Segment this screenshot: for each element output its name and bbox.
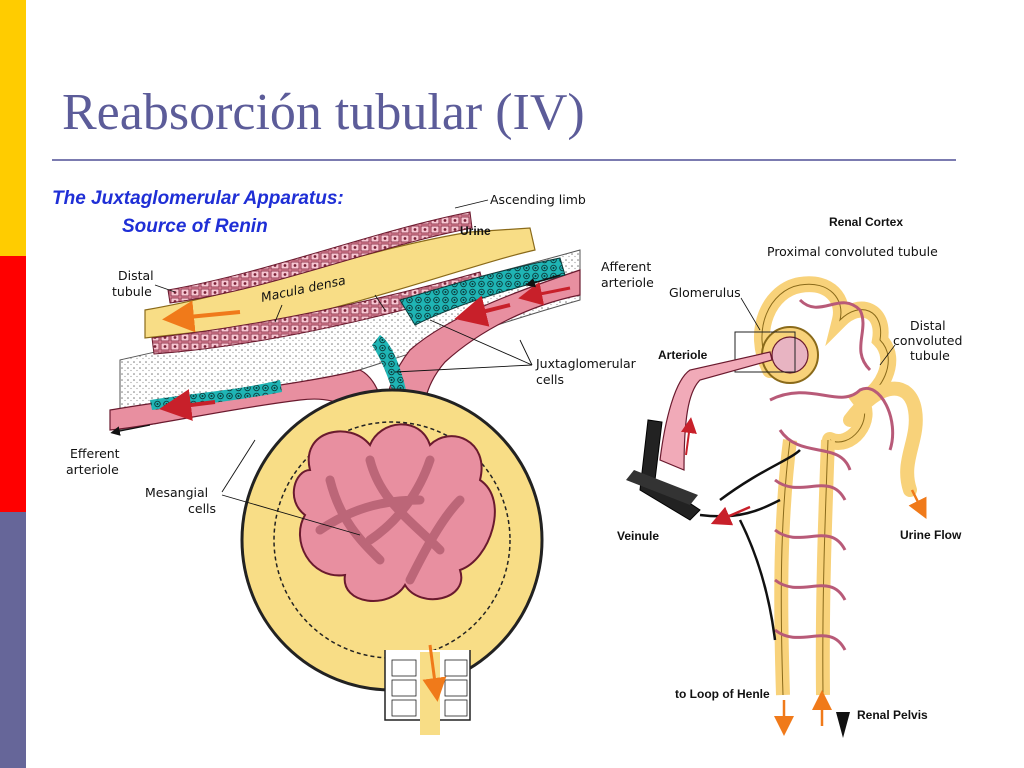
- label-distal-right-1: Distal: [910, 318, 946, 333]
- label-veinule: Veinule: [617, 529, 659, 543]
- label-urine-flow: Urine Flow: [900, 528, 962, 542]
- arteriole-flow-arrow: [681, 417, 697, 456]
- juxtaglomerular-cells: [399, 257, 566, 326]
- label-ascending-limb: Ascending limb: [490, 192, 586, 207]
- label-distal-right-3: tubule: [910, 348, 950, 363]
- label-arteriole: Arteriole: [658, 348, 708, 362]
- label-glomerulus: Glomerulus: [669, 285, 741, 300]
- label-loop-henle: to Loop of Henle: [675, 687, 770, 701]
- label-urine: Urine: [460, 224, 491, 238]
- efferent-pointer: [110, 424, 151, 436]
- veinule-branch: [626, 470, 698, 505]
- venous-flow-arrow: [710, 505, 751, 526]
- title-divider: [52, 159, 956, 161]
- label-jg-1: Juxtaglomerular: [535, 356, 637, 371]
- nephron-diagram: Renal Cortex Proximal convoluted tubule …: [617, 215, 962, 738]
- juxtaglomerular-diagram: The Juxtaglomerular Apparatus: Source of…: [52, 188, 654, 735]
- label-mesangial-2: cells: [188, 501, 216, 516]
- label-distal-right-2: convoluted: [893, 333, 962, 348]
- label-distal-2: tubule: [112, 284, 152, 299]
- glomerular-tuft: [292, 423, 496, 602]
- capillary-loops: [315, 455, 465, 585]
- label-afferent-1: Afferent: [601, 259, 651, 274]
- accent-bar-yellow: [0, 0, 26, 256]
- label-proximal: Proximal convoluted tubule: [767, 244, 938, 259]
- label-afferent-2: arteriole: [601, 275, 654, 290]
- glomerulus-frame: [734, 331, 796, 373]
- label-renal-cortex: Renal Cortex: [829, 215, 903, 229]
- accent-bar-red: [0, 256, 26, 512]
- peritubular-capillaries: [769, 298, 895, 651]
- filtrate-flow-arrow: [422, 644, 447, 702]
- renal-pelvis-arrow: [836, 712, 850, 738]
- efferent-flow-arrow: [159, 389, 216, 421]
- label-efferent-1: Efferent: [70, 446, 120, 461]
- urine-flow-arrow: [162, 300, 241, 333]
- label-jg-2: cells: [536, 372, 564, 387]
- veinule: [639, 419, 701, 521]
- accent-bar-purple: [0, 512, 26, 768]
- arteriole: [659, 351, 773, 471]
- jga-title-line2: Source of Renin: [122, 216, 268, 237]
- distal-tubule-right: [843, 381, 923, 497]
- afferent-flow-arrow-2: [454, 295, 511, 327]
- slide-title: Reabsorción tubular (IV): [62, 84, 585, 141]
- label-distal-1: Distal: [118, 268, 154, 283]
- label-mesangial-1: Mesangial: [145, 485, 208, 500]
- afferent-pointer: [525, 274, 561, 288]
- label-renal-pelvis: Renal Pelvis: [857, 708, 928, 722]
- afferent-flow-arrow-1: [518, 281, 571, 306]
- urine-flow-arrow-right: [908, 489, 927, 519]
- label-efferent-2: arteriole: [66, 462, 119, 477]
- jga-title-line1: The Juxtaglomerular Apparatus:: [52, 188, 344, 209]
- glomerulus-tuft: [771, 336, 809, 374]
- tubule-wall-upper: [167, 211, 473, 304]
